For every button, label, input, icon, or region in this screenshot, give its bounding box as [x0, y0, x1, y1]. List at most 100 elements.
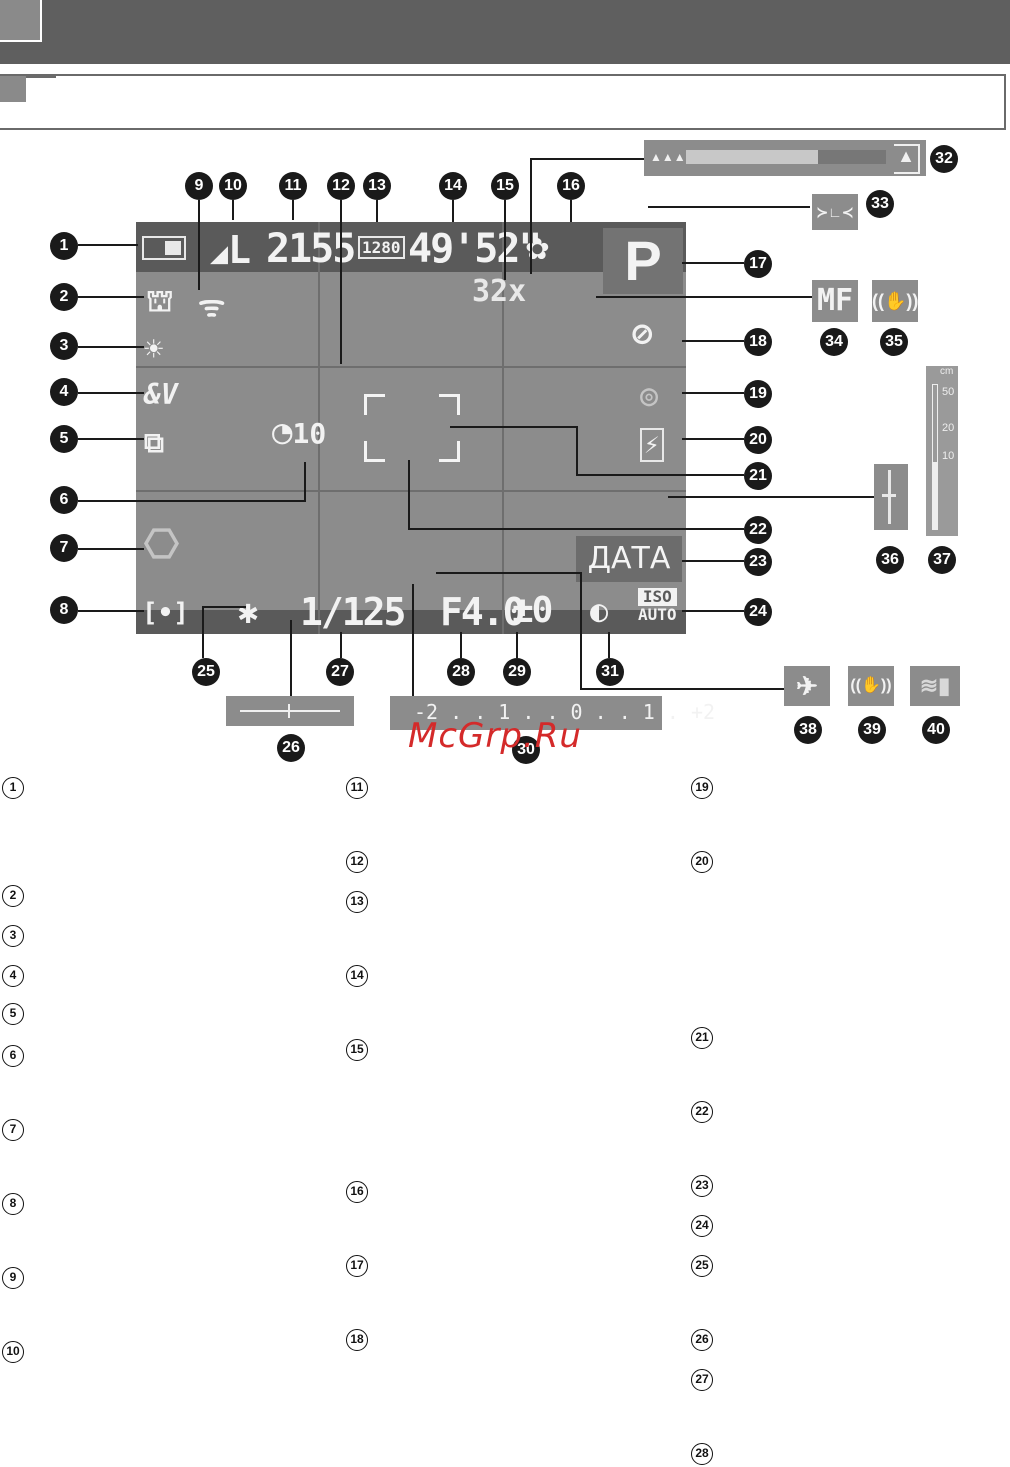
legend-item-3: 3 — [2, 925, 24, 947]
legend-item-24: 24 — [691, 1215, 713, 1237]
chapter-tab — [0, 0, 42, 42]
self-timer-icon: ◔10 — [272, 412, 327, 452]
callout-27: 27 — [326, 658, 354, 686]
exposure-shift-bar — [226, 696, 354, 726]
callout-12: 12 — [327, 172, 355, 200]
callout-3: 3 — [50, 332, 78, 360]
shooting-mode: P — [603, 228, 683, 294]
zoom-track-digital — [818, 150, 886, 164]
legend-item-14: 14 — [346, 965, 368, 987]
legend-item-18: 18 — [346, 1329, 368, 1351]
white-balance-icon: ☀ — [144, 330, 164, 368]
callout-2: 2 — [50, 283, 78, 311]
gauge-unit: cm — [940, 366, 954, 377]
date-stamp-box: ДАТА — [576, 536, 682, 582]
legend-item-22: 22 — [691, 1101, 713, 1123]
camera-screen: ◢L 2155 1280 49'52" 32x ✿ P ⛫ ᯤ ☀ &V ⧉ ◔… — [136, 222, 686, 634]
callout-9: 9 — [185, 172, 213, 200]
legend-item-25: 25 — [691, 1255, 713, 1277]
wifi-icon: ᯤ — [198, 289, 226, 324]
callout-38: 38 — [794, 716, 822, 744]
aperture-value: F4.0 — [440, 590, 526, 634]
grid-line — [318, 222, 320, 634]
exposure-compensation: ±0 — [512, 590, 553, 631]
exposure-scale-text: -2 . . 1 . . 0 . . 1 . +2 — [414, 700, 716, 724]
legend-item-21: 21 — [691, 1027, 713, 1049]
callout-32: 32 — [930, 145, 958, 173]
zoom-wide-icon: ▲▲▲ — [650, 150, 686, 164]
legend-item-5: 5 — [2, 1003, 24, 1025]
legend-item-8: 8 — [2, 1193, 24, 1215]
callout-11: 11 — [279, 172, 307, 200]
my-colors-icon: &V — [144, 378, 178, 411]
legend-item-28: 28 — [691, 1443, 713, 1465]
camera-shake-icon: ⎔ — [144, 522, 179, 568]
iso-indicator: ISO AUTO — [638, 587, 677, 624]
drive-mode-icon: ⧉ — [144, 426, 164, 459]
camera-shake-warning-icon: ((✋)) — [872, 280, 918, 322]
gauge-tick: 20 — [942, 422, 955, 434]
legend-item-12: 12 — [346, 851, 368, 873]
legend-item-17: 17 — [346, 1255, 368, 1277]
gauge-tick: 10 — [942, 450, 955, 462]
grid-line — [136, 490, 686, 492]
focus-range-scale — [874, 464, 908, 530]
callout-23: 23 — [744, 548, 772, 576]
legend-item-11: 11 — [346, 777, 368, 799]
zoom-tele-icon: ▲ — [894, 144, 920, 174]
callout-20: 20 — [744, 426, 772, 454]
callout-33: 33 — [866, 190, 894, 218]
callout-7: 7 — [50, 534, 78, 562]
legend-item-26: 26 — [691, 1329, 713, 1351]
zoom-bar: ▲▲▲ ▲ — [644, 140, 926, 176]
recording-time: 49'52" — [408, 226, 542, 272]
callout-18: 18 — [744, 328, 772, 356]
i-contrast-icon: ◐ — [590, 594, 609, 629]
movie-resolution: 1280 — [358, 236, 405, 259]
callout-6: 6 — [50, 486, 78, 514]
callout-15: 15 — [491, 172, 519, 200]
exposure-level-bar: -2 . . 1 . . 0 . . 1 . +2 — [390, 696, 715, 730]
is-mode-icon: ((✋)) — [848, 666, 894, 706]
callout-31: 31 — [596, 658, 624, 686]
gauge-tick: 50 — [942, 386, 955, 398]
section-header-bar — [0, 74, 1006, 130]
legend-item-16: 16 — [346, 1181, 368, 1203]
callout-34: 34 — [820, 328, 848, 356]
chapter-header-bar — [0, 0, 1010, 64]
legend-item-13: 13 — [346, 891, 368, 913]
date-stamp: ДАТА — [587, 541, 671, 576]
metering-icon: [•] — [142, 598, 189, 628]
callout-5: 5 — [50, 425, 78, 453]
legend-item-19: 19 — [691, 777, 713, 799]
callout-14: 14 — [439, 172, 467, 200]
wind-filter-icon: ≋▮ — [910, 666, 960, 706]
legend-item-4: 4 — [2, 965, 24, 987]
legend-item-10: 10 — [2, 1341, 24, 1363]
airplane-icon: ✈ — [784, 666, 830, 706]
grid-line — [502, 222, 504, 634]
callout-4: 4 — [50, 378, 78, 406]
grid-line — [136, 366, 686, 368]
af-frame — [364, 394, 460, 462]
zoom-factor: 32x — [472, 274, 527, 309]
legend-item-15: 15 — [346, 1039, 368, 1061]
callout-35: 35 — [880, 328, 908, 356]
callout-24: 24 — [744, 598, 772, 626]
flash-comp-icon: ⚡ — [640, 428, 664, 462]
callout-28: 28 — [447, 658, 475, 686]
callout-21: 21 — [744, 462, 772, 490]
legend-item-2: 2 — [2, 885, 24, 907]
callout-30: 30 — [512, 736, 540, 764]
watermark: McGrp.Ru — [408, 716, 582, 756]
legend-item-6: 6 — [2, 1045, 24, 1067]
image-stabilization-icon: ◎ — [640, 378, 659, 413]
section-tab — [0, 76, 26, 102]
manual-focus-indicator: MF — [812, 280, 858, 322]
callout-36: 36 — [876, 546, 904, 574]
callout-37: 37 — [928, 546, 956, 574]
legend-item-23: 23 — [691, 1175, 713, 1197]
callout-10: 10 — [219, 172, 247, 200]
callout-8: 8 — [50, 596, 78, 624]
callout-25: 25 — [192, 658, 220, 686]
